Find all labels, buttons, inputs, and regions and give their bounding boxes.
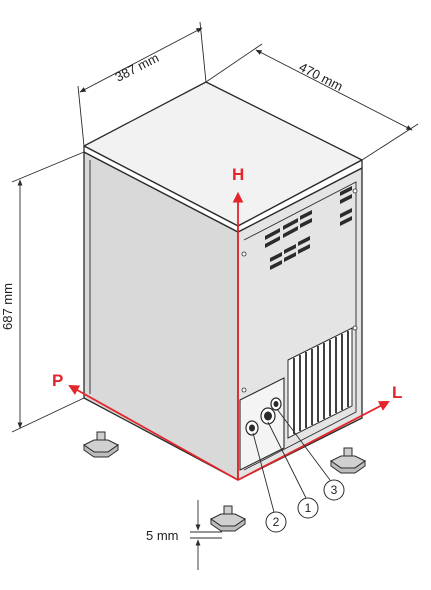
callout-leaders (252, 408, 331, 513)
clearance-dimension-label: 5 mm (146, 528, 179, 543)
water-outlet-fitting (245, 420, 259, 436)
width-dimension-label: 387 mm (113, 50, 162, 85)
screws (241, 188, 358, 393)
foot-front (210, 505, 246, 532)
axes (68, 191, 390, 481)
h-axis-label: H (232, 165, 244, 184)
callout-3-label: 3 (331, 483, 338, 497)
foot-left (83, 431, 119, 458)
top-vent-slots (265, 186, 352, 270)
foot-right (330, 447, 366, 474)
callout-1-label: 1 (305, 501, 312, 515)
l-axis-line (237, 401, 390, 481)
feet (83, 431, 366, 532)
depth-dimension-label: 470 mm (297, 59, 346, 94)
power-inlet-fitting (270, 397, 282, 411)
lower-grille (287, 327, 353, 439)
callout-3: 3 (323, 479, 345, 501)
connection-plate (239, 377, 285, 471)
p-axis-label: P (52, 371, 63, 390)
drain-fitting (260, 407, 276, 425)
callout-2: 2 (265, 511, 287, 533)
callout-2-label: 2 (273, 515, 280, 529)
height-dimension-label: 687 mm (0, 283, 15, 330)
l-axis-label: L (392, 383, 402, 402)
dimension-lines (11, 21, 419, 570)
p-axis-line (68, 384, 239, 481)
callout-1: 1 (297, 497, 319, 519)
